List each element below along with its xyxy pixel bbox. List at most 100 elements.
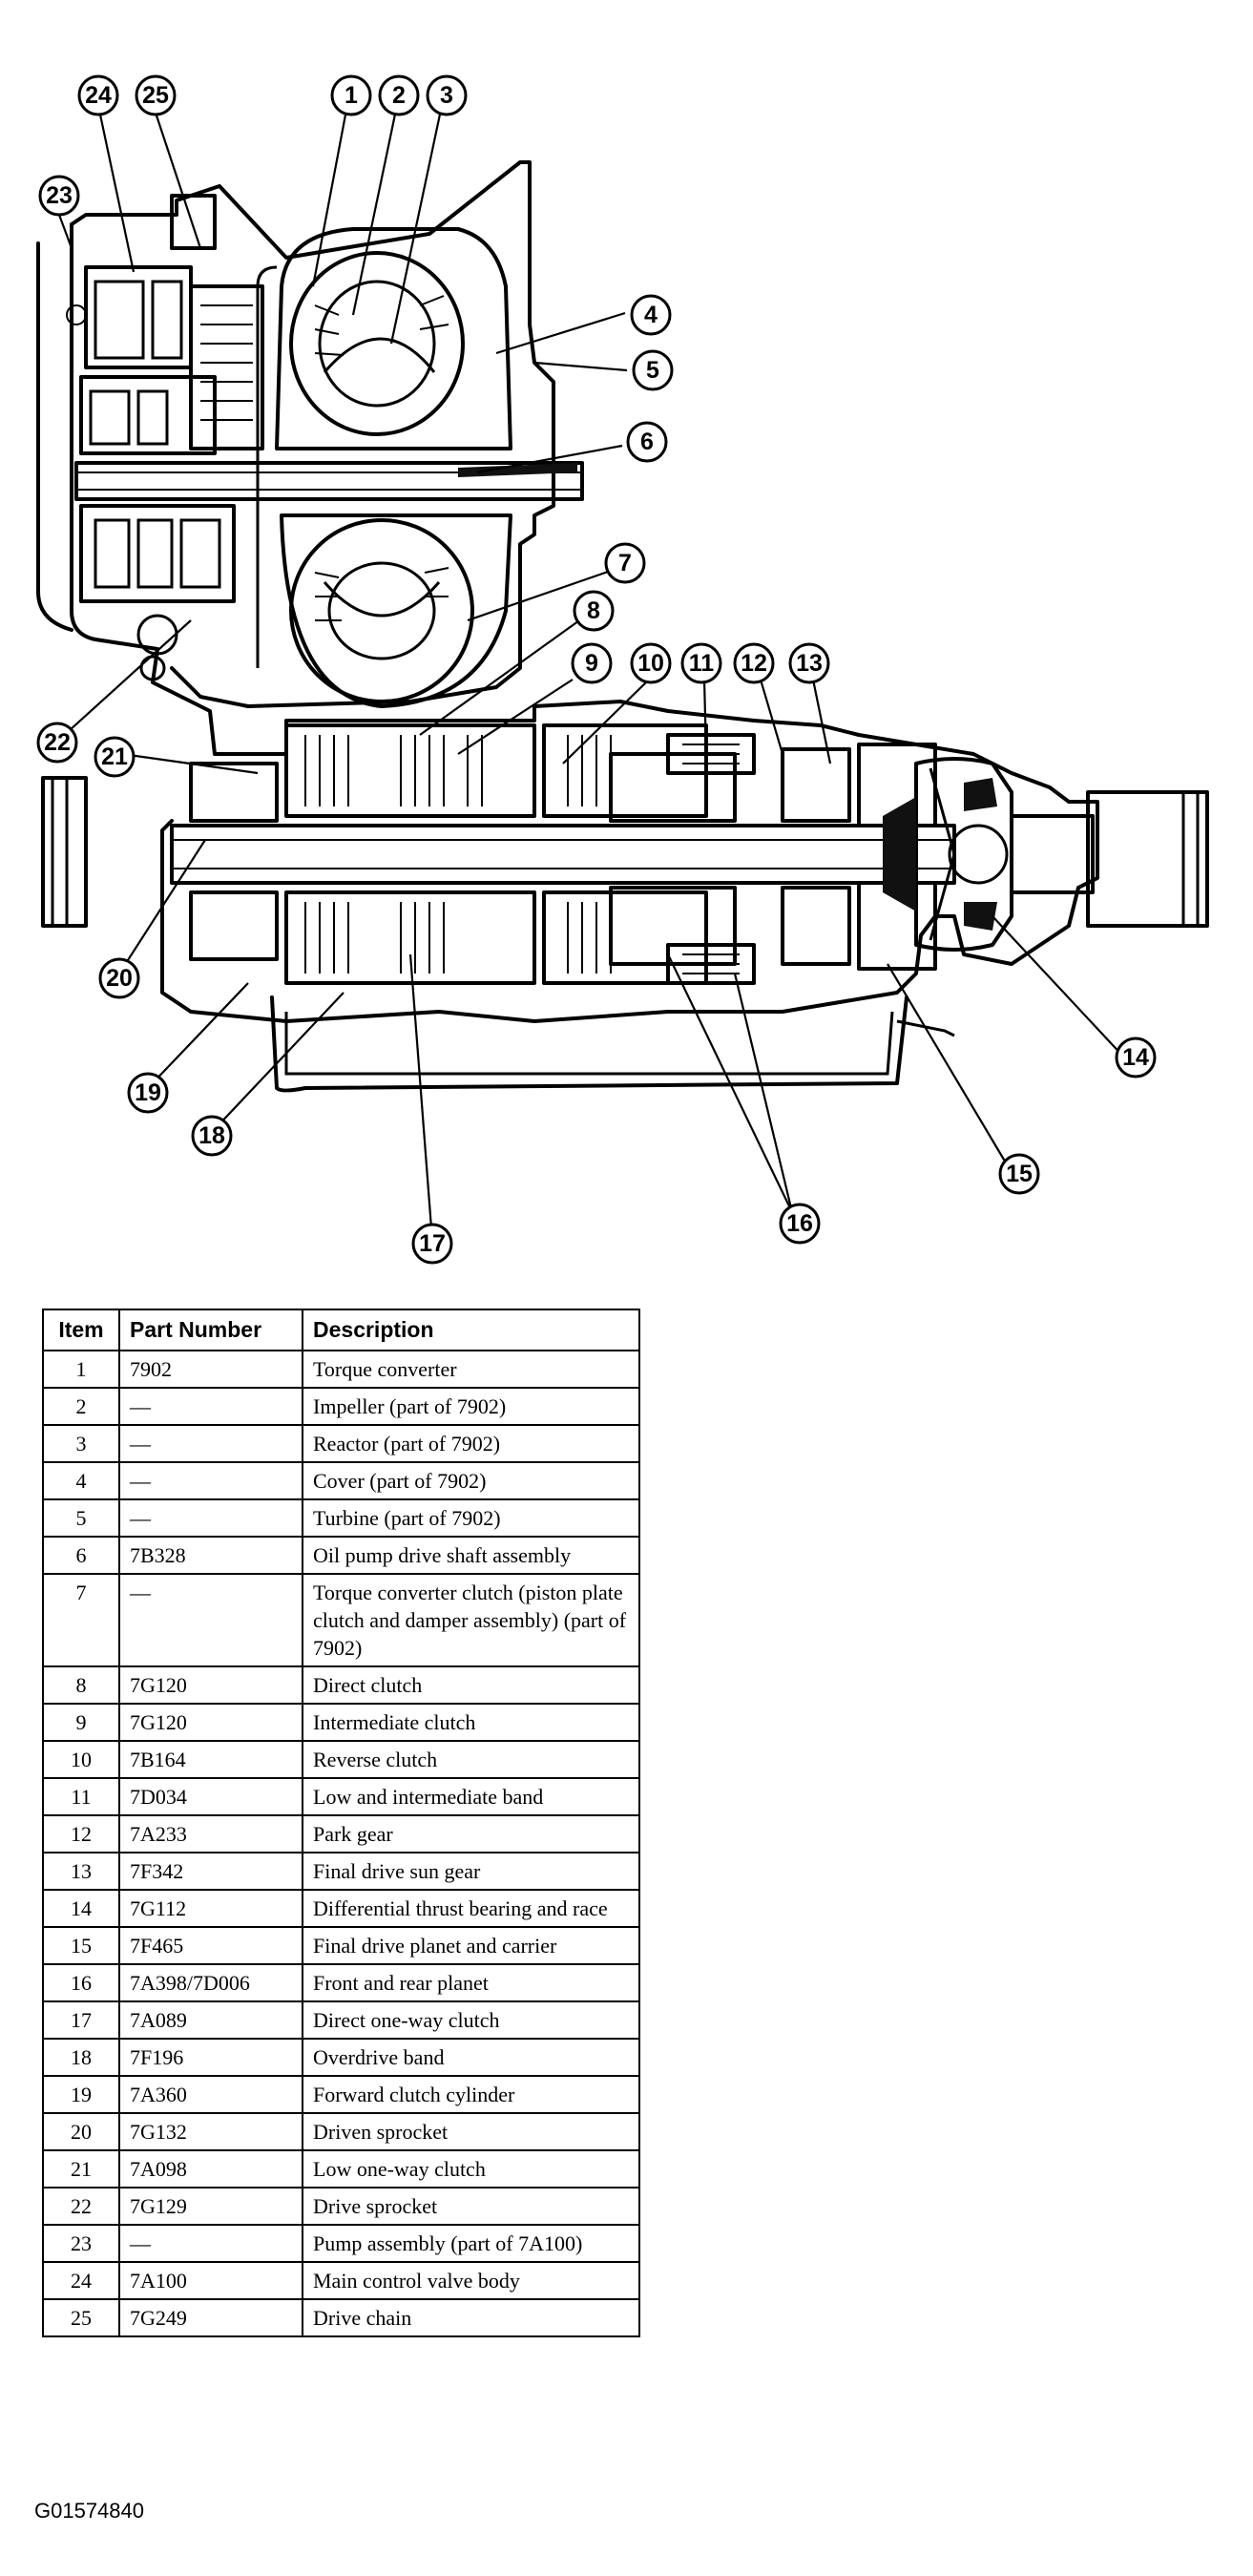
item-cell: 4 — [42, 1461, 120, 1500]
svg-text:8: 8 — [587, 597, 600, 624]
transaxle-case — [36, 160, 1099, 1093]
part-number-cell: 7G249 — [118, 2298, 303, 2337]
part-number-cell: 7902 — [118, 1350, 303, 1389]
part-number-cell: 7A100 — [118, 2261, 303, 2300]
part-number-cell: 7F465 — [118, 1926, 303, 1965]
item-cell: 18 — [42, 2038, 120, 2077]
description-cell: Direct clutch — [302, 1665, 640, 1705]
item-cell: 16 — [42, 1963, 120, 2002]
input-shaft — [74, 461, 584, 501]
item-cell: 25 — [42, 2298, 120, 2337]
item-cell: 14 — [42, 1889, 120, 1928]
callout-19: 19 — [127, 1072, 169, 1114]
callout-11: 11 — [680, 642, 722, 684]
part-number-cell: — — [118, 1498, 303, 1538]
description-cell: Overdrive band — [302, 2038, 640, 2077]
table-row: 2—Impeller (part of 7902) — [42, 1387, 640, 1426]
item-cell: 3 — [42, 1424, 120, 1463]
callout-23: 23 — [38, 175, 80, 217]
part-number-cell: 7D034 — [118, 1777, 303, 1816]
svg-text:2: 2 — [392, 82, 406, 109]
svg-text:13: 13 — [796, 650, 823, 677]
clutch-packs — [189, 723, 708, 985]
description-cell: Low and intermediate band — [302, 1777, 640, 1816]
callout-25: 25 — [135, 74, 177, 116]
description-cell: Cover (part of 7902) — [302, 1461, 640, 1500]
callout-7: 7 — [604, 542, 646, 584]
callout-8: 8 — [573, 590, 615, 632]
svg-text:12: 12 — [741, 650, 767, 677]
valve-body-and-pump — [66, 194, 264, 681]
item-cell: 6 — [42, 1536, 120, 1575]
svg-text:14: 14 — [1122, 1044, 1149, 1071]
callout-5: 5 — [632, 349, 674, 391]
description-cell: Reverse clutch — [302, 1740, 640, 1779]
description-cell: Intermediate clutch — [302, 1703, 640, 1742]
table-row: 7—Torque converter clutch (piston plate … — [42, 1573, 640, 1667]
callout-10: 10 — [630, 642, 672, 684]
item-cell: 24 — [42, 2261, 120, 2300]
item-cell: 23 — [42, 2224, 120, 2263]
callout-17: 17 — [411, 1223, 453, 1265]
description-cell: Impeller (part of 7902) — [302, 1387, 640, 1426]
svg-text:10: 10 — [637, 650, 664, 677]
description-cell: Main control valve body — [302, 2261, 640, 2300]
svg-text:15: 15 — [1006, 1161, 1033, 1187]
item-cell: 10 — [42, 1740, 120, 1779]
part-number-cell: 7F342 — [118, 1852, 303, 1891]
table-header-row: Item Part Number Description — [42, 1309, 640, 1351]
header-item: Item — [42, 1309, 120, 1351]
svg-text:18: 18 — [198, 1122, 225, 1149]
figure-id: G01574840 — [34, 2499, 144, 2523]
item-cell: 8 — [42, 1665, 120, 1705]
callout-1: 1 — [330, 74, 372, 116]
description-cell: Reactor (part of 7902) — [302, 1424, 640, 1463]
item-cell: 21 — [42, 2149, 120, 2189]
item-cell: 22 — [42, 2187, 120, 2226]
part-number-cell: 7G129 — [118, 2187, 303, 2226]
callout-22: 22 — [36, 722, 78, 764]
callout-3: 3 — [426, 74, 468, 116]
callout-12: 12 — [733, 642, 775, 684]
svg-text:21: 21 — [101, 743, 128, 770]
description-cell: Final drive planet and carrier — [302, 1926, 640, 1965]
description-cell: Torque converter clutch (piston plate cl… — [302, 1573, 640, 1667]
svg-text:24: 24 — [85, 82, 112, 109]
svg-text:11: 11 — [689, 650, 715, 677]
part-number-cell: 7G120 — [118, 1703, 303, 1742]
description-cell: Front and rear planet — [302, 1963, 640, 2002]
callout-13: 13 — [788, 642, 830, 684]
part-number-cell: 7B164 — [118, 1740, 303, 1779]
svg-text:4: 4 — [644, 302, 658, 328]
item-cell: 2 — [42, 1387, 120, 1426]
svg-text:25: 25 — [142, 82, 169, 109]
leader-lines — [57, 109, 1127, 1242]
table-row: 23—Pump assembly (part of 7A100) — [42, 2224, 640, 2263]
description-cell: Pump assembly (part of 7A100) — [302, 2224, 640, 2263]
part-number-cell: 7B328 — [118, 1536, 303, 1575]
item-cell: 19 — [42, 2075, 120, 2114]
description-cell: Torque converter — [302, 1350, 640, 1389]
svg-text:5: 5 — [646, 357, 659, 384]
svg-text:7: 7 — [618, 550, 632, 576]
part-number-cell: 7A233 — [118, 1814, 303, 1853]
part-number-cell: 7G132 — [118, 2112, 303, 2151]
header-part-number: Part Number — [118, 1309, 303, 1351]
description-cell: Driven sprocket — [302, 2112, 640, 2151]
part-number-cell: 7A398/7D006 — [118, 1963, 303, 2002]
part-number-cell: 7A089 — [118, 2000, 303, 2040]
part-number-cell: 7A098 — [118, 2149, 303, 2189]
item-cell: 17 — [42, 2000, 120, 2040]
svg-text:3: 3 — [440, 82, 453, 109]
callout-24: 24 — [77, 74, 119, 116]
